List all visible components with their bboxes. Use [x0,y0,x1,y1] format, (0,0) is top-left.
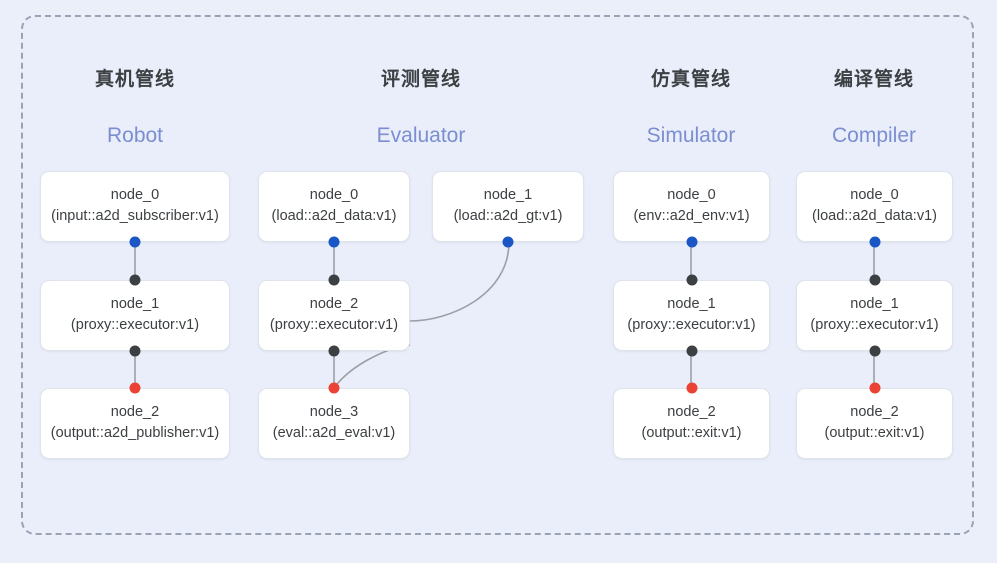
node-type-label: (input::a2d_subscriber:v1) [51,208,219,224]
port-in-evaluator-node_2[interactable] [328,274,340,286]
node-simulator-node_2[interactable]: node_2(output::exit:v1) [613,388,770,459]
column-title-cn-evaluator: 评测管线 [380,69,462,90]
node-simulator-node_0[interactable]: node_0(env::a2d_env:v1) [613,171,770,242]
node-robot-node_2[interactable]: node_2(output::a2d_publisher:v1) [40,388,230,459]
node-name-label: node_2 [110,404,160,421]
port-out-simulator-node_1[interactable] [686,345,697,357]
node-name-label: node_2 [667,404,716,421]
node-type-label: (output::a2d_publisher:v1) [50,425,220,441]
node-name-label: node_0 [110,187,160,204]
node-name-label: node_0 [667,187,716,204]
node-type-label: (load::a2d_data:v1) [812,208,937,224]
node-name-label: node_1 [850,296,899,313]
node-name-label: node_1 [667,296,716,313]
node-name-label: node_0 [850,187,899,204]
node-evaluator-node_3[interactable]: node_3(eval::a2d_eval:v1) [258,388,410,459]
node-type-label: (load::a2d_gt:v1) [453,208,563,224]
port-in-compiler-node_1[interactable] [869,274,880,286]
node-compiler-node_2[interactable]: node_2(output::exit:v1) [796,388,953,459]
node-type-label: (proxy::executor:v1) [627,317,756,333]
port-out-evaluator-node_1[interactable] [502,236,514,248]
port-out-robot-node_1[interactable] [129,345,141,357]
node-type-label: (proxy::executor:v1) [810,317,939,333]
node-robot-node_1[interactable]: node_1(proxy::executor:v1) [40,280,230,351]
node-name-label: node_3 [309,404,359,421]
node-type-label: (eval::a2d_eval:v1) [272,425,396,441]
node-type-label: (output::exit:v1) [641,425,742,441]
column-title-en-compiler: Compiler [831,124,917,147]
column-title-cn-compiler: 编译管线 [833,69,915,90]
node-robot-node_0[interactable]: node_0(input::a2d_subscriber:v1) [40,171,230,242]
node-type-label: (proxy::executor:v1) [269,317,399,333]
port-out-evaluator-node_2[interactable] [328,345,340,357]
node-compiler-node_1[interactable]: node_1(proxy::executor:v1) [796,280,953,351]
column-title-en-robot: Robot [106,124,164,147]
node-name-label: node_2 [850,404,899,421]
node-name-label: node_1 [483,187,533,204]
node-name-label: node_1 [110,296,160,313]
node-name-label: node_0 [309,187,359,204]
port-out-robot-node_0[interactable] [129,236,141,248]
port-in-robot-node_2[interactable] [129,382,141,394]
node-name-label: node_2 [309,296,359,313]
node-type-label: (env::a2d_env:v1) [633,208,750,224]
column-title-en-evaluator: Evaluator [376,124,466,147]
port-out-compiler-node_1[interactable] [869,345,880,357]
port-out-evaluator-node_0[interactable] [328,236,340,248]
node-simulator-node_1[interactable]: node_1(proxy::executor:v1) [613,280,770,351]
port-in-simulator-node_2[interactable] [686,382,697,394]
column-title-cn-robot: 真机管线 [94,69,176,90]
port-in-compiler-node_2[interactable] [869,382,880,394]
port-in-robot-node_1[interactable] [129,274,141,286]
port-in-simulator-node_1[interactable] [686,274,697,286]
node-compiler-node_0[interactable]: node_0(load::a2d_data:v1) [796,171,953,242]
column-title-en-simulator: Simulator [646,124,736,147]
node-type-label: (proxy::executor:v1) [70,317,200,333]
port-in-evaluator-node_3[interactable] [328,382,340,394]
column-title-cn-simulator: 仿真管线 [650,69,732,90]
node-evaluator-node_1[interactable]: node_1(load::a2d_gt:v1) [432,171,584,242]
node-evaluator-node_2[interactable]: node_2(proxy::executor:v1) [258,280,410,351]
node-type-label: (output::exit:v1) [824,425,925,441]
node-evaluator-node_0[interactable]: node_0(load::a2d_data:v1) [258,171,410,242]
port-out-simulator-node_0[interactable] [686,236,697,248]
node-type-label: (load::a2d_data:v1) [271,208,397,224]
port-out-compiler-node_0[interactable] [869,236,880,248]
